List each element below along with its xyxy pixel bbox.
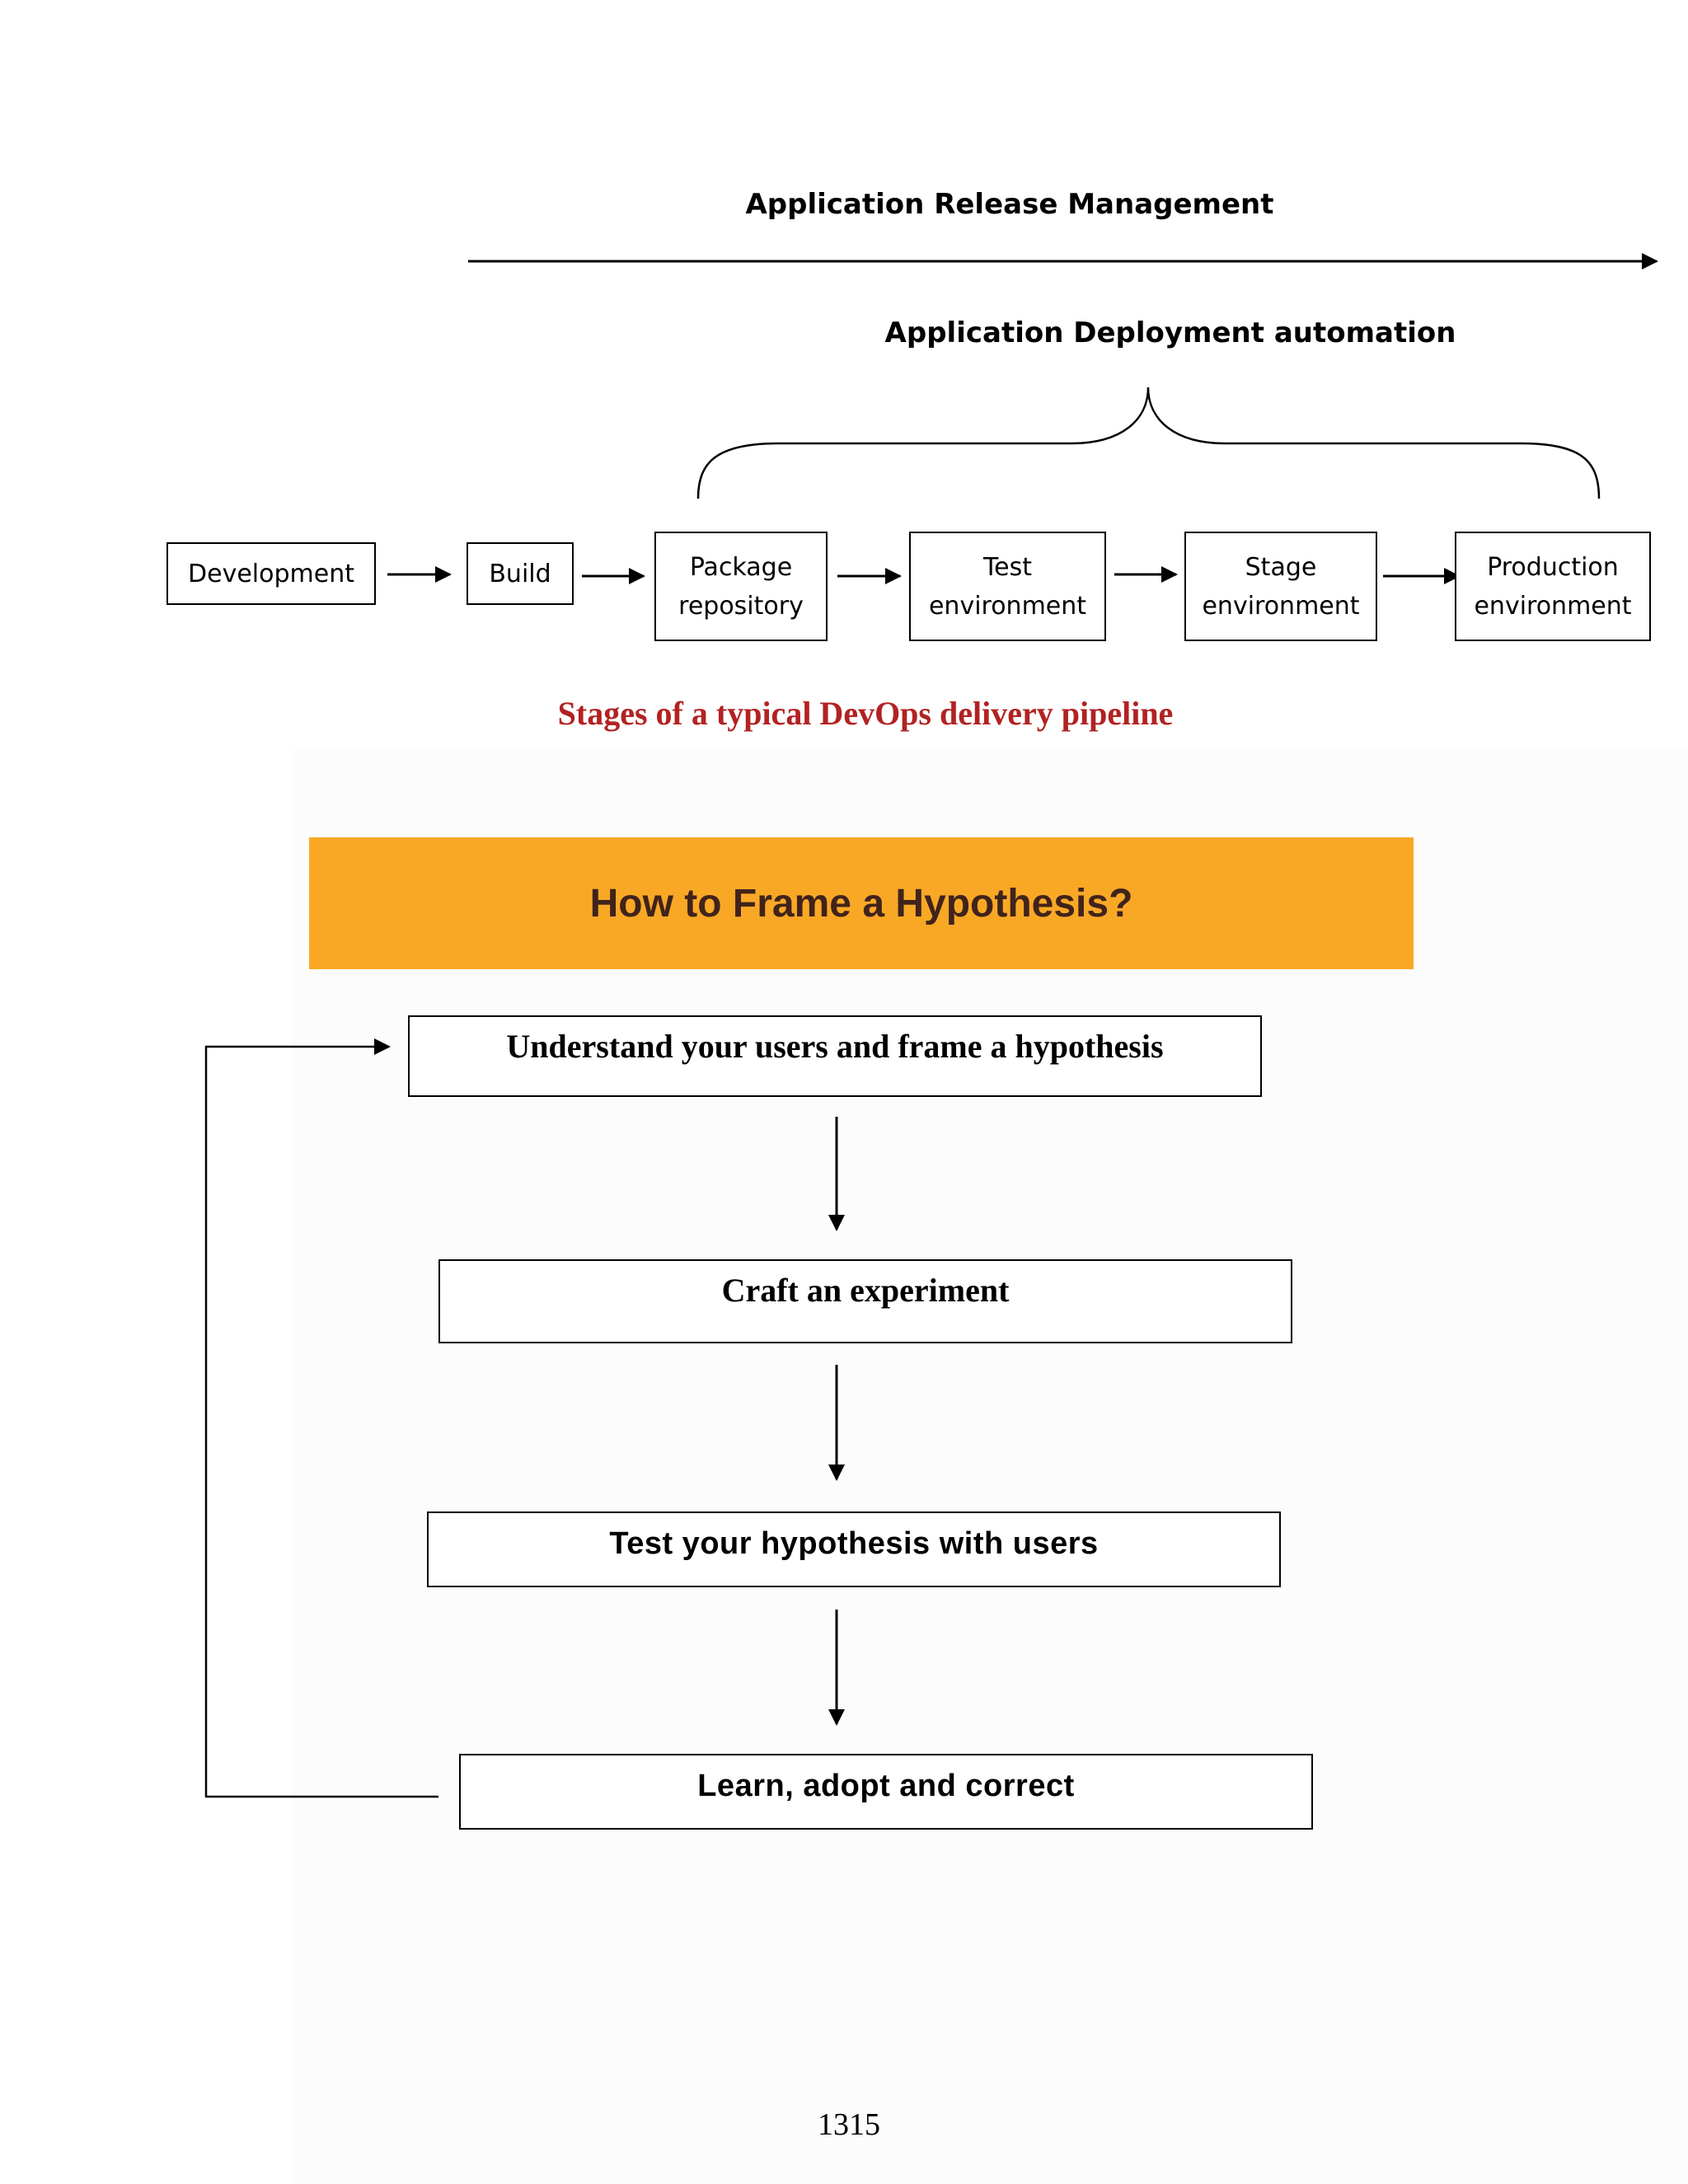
stage-test-environment: Test environment — [909, 532, 1106, 641]
step-understand-users: Understand your users and frame a hypoth… — [408, 1015, 1262, 1097]
stage-label: Development — [188, 559, 354, 588]
stage-stage-environment: Stage environment — [1184, 532, 1377, 641]
step-test-hypothesis: Test your hypothesis with users — [427, 1511, 1281, 1587]
stage-label: Package repository — [678, 552, 804, 621]
step-label: Craft an experiment — [721, 1272, 1010, 1309]
stage-production-environment: Production environment — [1455, 532, 1651, 641]
step-learn-adopt-correct: Learn, adopt and correct — [459, 1754, 1313, 1830]
stage-label: Build — [489, 559, 551, 588]
stage-development: Development — [166, 542, 376, 605]
release-management-label: Application Release Management — [745, 188, 1274, 221]
step-craft-experiment: Craft an experiment — [438, 1259, 1292, 1343]
step-label: Understand your users and frame a hypoth… — [506, 1028, 1164, 1065]
stage-label: Stage environment — [1202, 552, 1360, 621]
deployment-scope-brace — [696, 387, 1601, 499]
figure-caption: Stages of a typical DevOps delivery pipe… — [557, 695, 1174, 732]
hypothesis-banner: How to Frame a Hypothesis? — [309, 837, 1414, 969]
step-label: Learn, adopt and correct — [697, 1769, 1075, 1803]
stage-build: Build — [467, 542, 574, 605]
banner-title: How to Frame a Hypothesis? — [589, 881, 1133, 926]
step-label: Test your hypothesis with users — [609, 1526, 1099, 1561]
stage-label: Production environment — [1474, 552, 1632, 621]
page-number: 1315 — [818, 2107, 880, 2142]
stage-package-repository: Package repository — [654, 532, 828, 641]
stage-label: Test environment — [928, 552, 1087, 621]
feedback-loop-arrow — [204, 1038, 438, 1798]
deployment-automation-label: Application Deployment automation — [884, 316, 1456, 349]
background-panel — [293, 750, 1688, 2184]
